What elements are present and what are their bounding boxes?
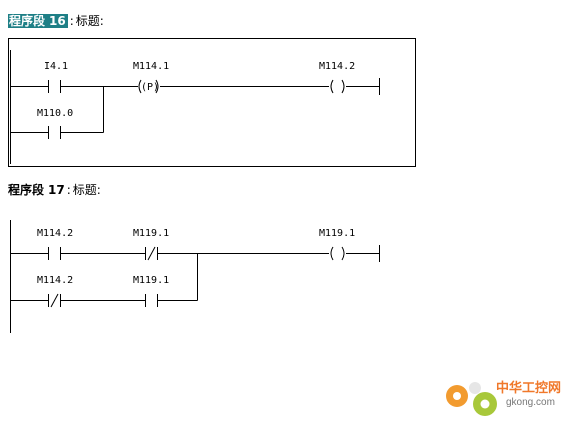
network-17-rungs [10,220,380,333]
network-17-title: 标题: [72,183,101,197]
watermark-site-name: 中华工控网 [496,380,561,395]
coil-label-m114-2: M114.2 [319,61,355,72]
network-16-title: 标题: [75,14,104,28]
contact-label-m110-0: M110.0 [37,108,73,119]
gear-icon [446,382,497,416]
contact-label-m114-2-no: M114.2 [37,228,73,239]
contact-label-m119-1-no: M119.1 [133,275,169,286]
contact-label-m114-2-nc: M114.2 [37,275,73,286]
gkong-logo: 中华工控网 gkong.com [446,380,561,416]
coil-label-m119-1: M119.1 [319,228,355,239]
contact-label-i4-1: I4.1 [44,61,68,72]
network-16-frame[interactable] [8,38,416,167]
network-16-rungs [10,50,380,164]
watermark-domain: gkong.com [506,397,555,408]
contact-label-m119-1-nc: M119.1 [133,228,169,239]
p-coil-symbol: (P) [141,82,159,93]
coil-label-m114-1: M114.1 [133,61,169,72]
